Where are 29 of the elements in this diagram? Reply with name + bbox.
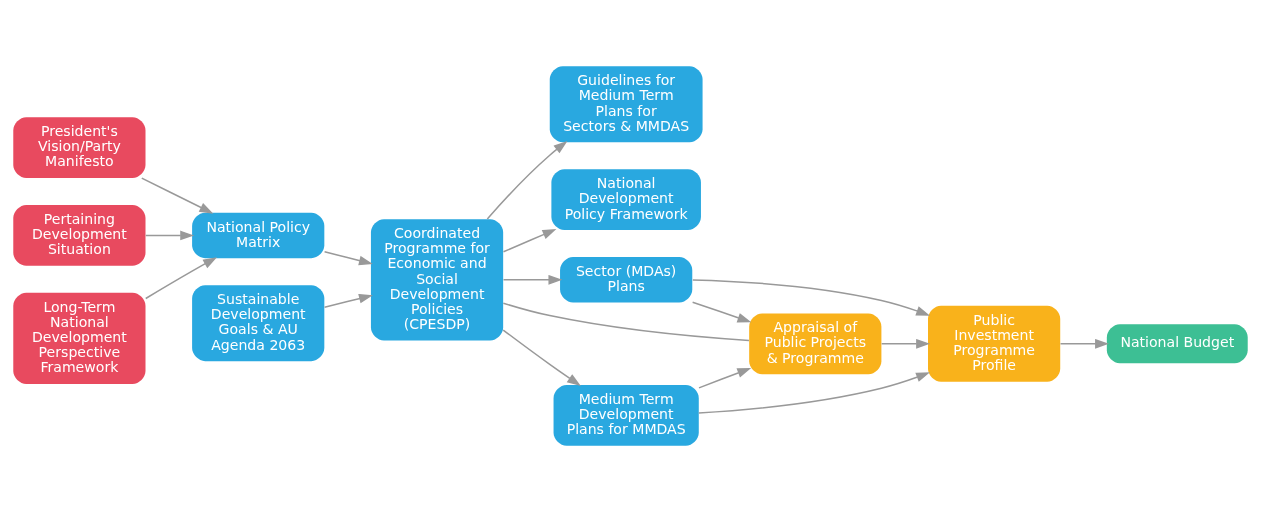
arrow bbox=[502, 329, 581, 387]
node-box: Appraisal of Public Projects & Programme bbox=[749, 313, 882, 375]
node-box: National Policy Matrix bbox=[192, 212, 325, 259]
connector bbox=[502, 302, 750, 342]
arrow bbox=[141, 177, 214, 214]
node-box: National Budget bbox=[1106, 324, 1248, 364]
arrow bbox=[145, 257, 217, 300]
arrow bbox=[698, 367, 752, 389]
node-box: Pertaining Development Situation bbox=[13, 205, 146, 266]
node-box: Public Investment Programme Profile bbox=[928, 305, 1061, 382]
node-box: Long-Term National Development Perspective Framework bbox=[13, 292, 146, 384]
arrow bbox=[1059, 338, 1109, 349]
arrow bbox=[323, 293, 373, 308]
node-box: Medium Term Development Plans for MMDAS bbox=[553, 384, 699, 446]
arrow bbox=[880, 338, 931, 349]
node-box: President's Vision/Party Manifesto bbox=[13, 117, 146, 178]
node-box: Sector (MDAs) Plans bbox=[560, 257, 693, 303]
arrow bbox=[486, 141, 568, 220]
arrow bbox=[323, 251, 373, 266]
node-box: Guidelines for Medium Term Plans for Sectors & MMDAS bbox=[549, 66, 703, 143]
arrow bbox=[145, 230, 195, 241]
arrow bbox=[502, 229, 557, 253]
arrow bbox=[692, 279, 931, 316]
arrow bbox=[502, 274, 563, 285]
arrow bbox=[698, 372, 931, 414]
arrow bbox=[691, 301, 752, 323]
node-box: Coordinated Programme for Economic and Social Development Policies (CPESDP) bbox=[370, 219, 504, 341]
node-box: National Development Policy Framework bbox=[551, 169, 701, 230]
node-box: Sustainable Development Goals & AU Agenda 2063 bbox=[192, 285, 325, 362]
